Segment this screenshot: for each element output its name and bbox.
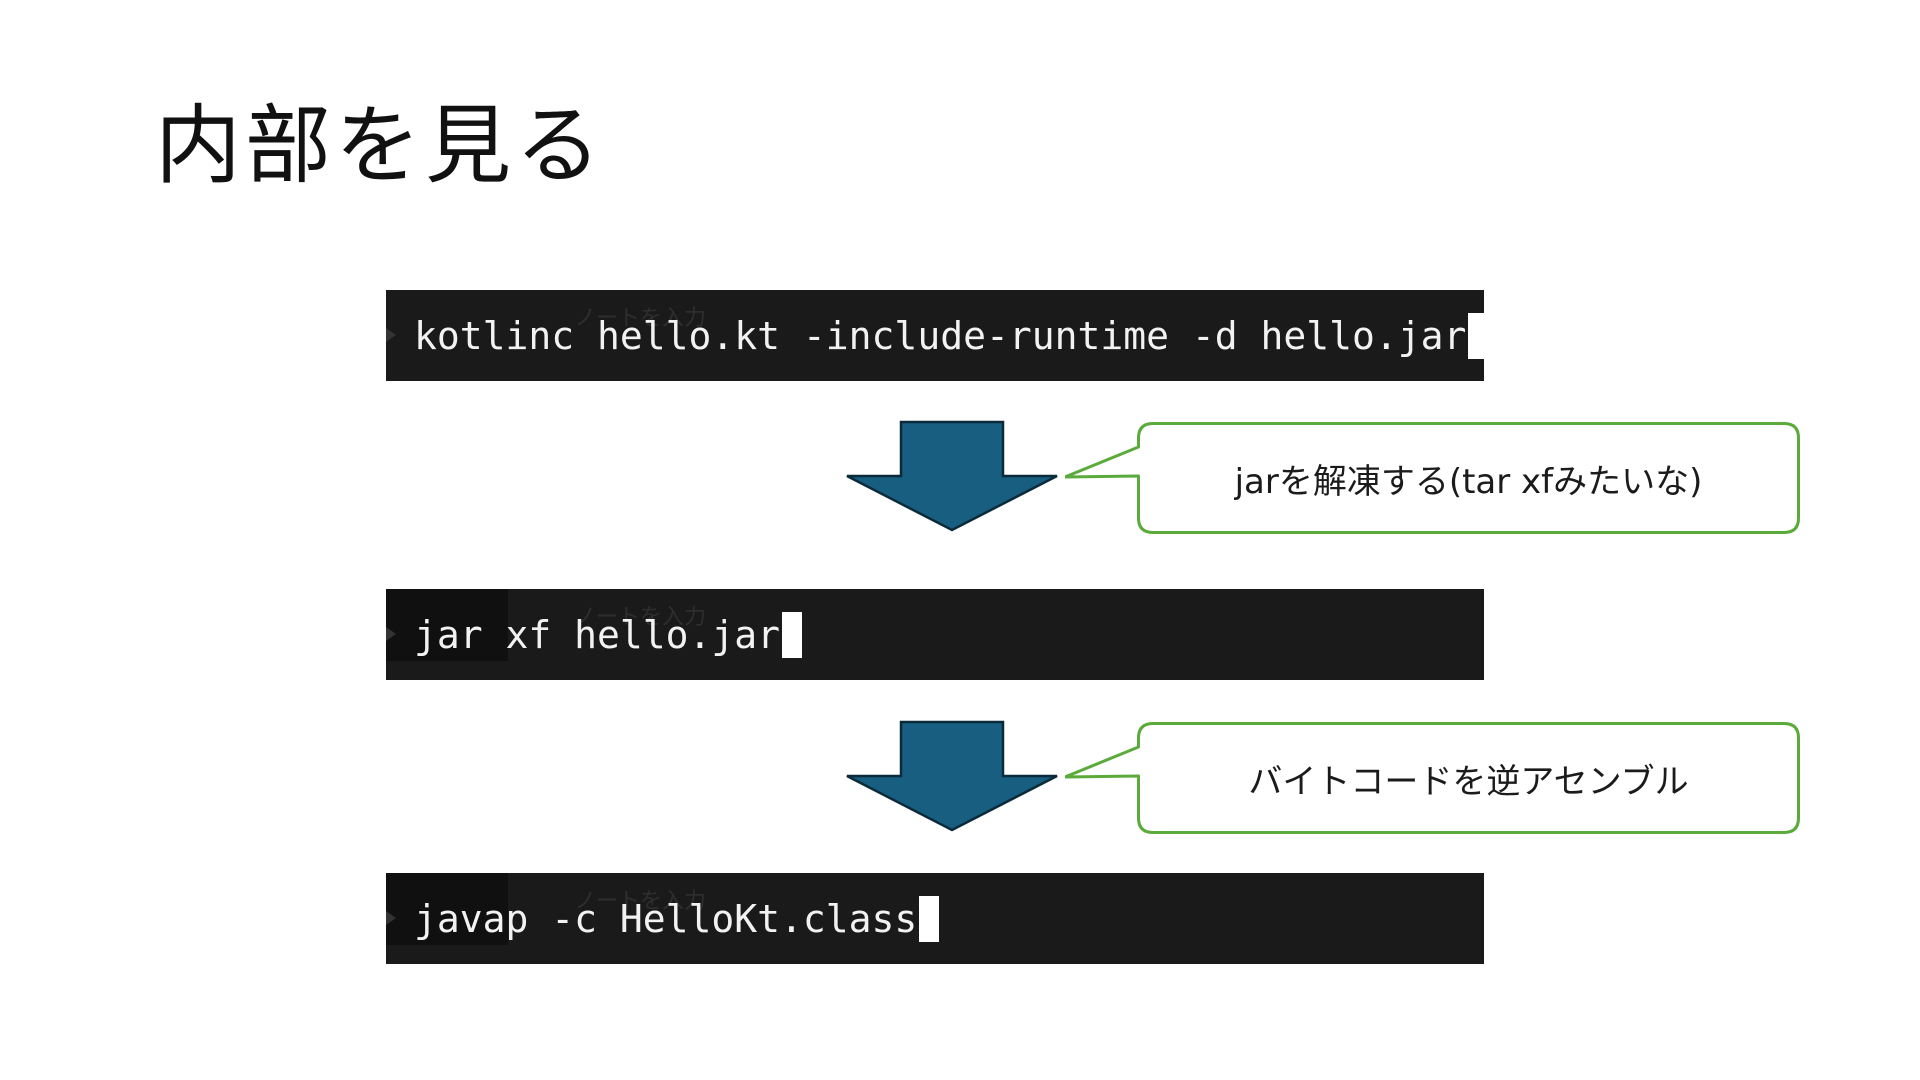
prompt-icon bbox=[386, 328, 396, 342]
down-arrow-shape bbox=[846, 420, 1058, 532]
callout-text: バイトコードを逆アセンブル bbox=[1248, 761, 1689, 802]
ghost-panel bbox=[386, 589, 508, 661]
terminal-command-1: ノートを入力 kotlinc hello.kt -include-runtime… bbox=[386, 290, 1489, 381]
terminal-cursor bbox=[1468, 312, 1489, 359]
command-line: kotlinc hello.kt -include-runtime -d hel… bbox=[414, 290, 1489, 381]
down-arrow-shape bbox=[846, 720, 1058, 832]
callout-bubble bbox=[1065, 722, 1800, 834]
ghost-panel bbox=[386, 873, 508, 945]
terminal-command-2: ノートを入力 jar xf hello.jar bbox=[386, 589, 1484, 680]
terminal-cursor bbox=[782, 611, 803, 658]
slide-title: 内部を見る bbox=[155, 96, 605, 196]
terminal-cursor bbox=[919, 895, 940, 942]
prompt-icon bbox=[386, 627, 396, 641]
terminal-command-3: ノートを入力 javap -c HelloKt.class bbox=[386, 873, 1484, 964]
callout-bubble bbox=[1065, 422, 1800, 534]
down-arrow-icon bbox=[846, 720, 1058, 832]
down-arrow-icon bbox=[846, 420, 1058, 532]
command-text: kotlinc hello.kt -include-runtime -d hel… bbox=[414, 313, 1467, 358]
prompt-icon bbox=[386, 911, 396, 925]
command-text: javap -c HelloKt.class bbox=[414, 896, 918, 941]
ghost-note-label: ノートを入力 bbox=[574, 306, 707, 331]
command-line: jar xf hello.jar bbox=[414, 589, 803, 680]
ghost-note-label: ノートを入力 bbox=[574, 605, 707, 630]
callout-disassemble: バイトコードを逆アセンブル bbox=[1065, 722, 1800, 834]
callout-unzip: jarを解凍する(tar xfみたいな) bbox=[1065, 422, 1800, 534]
ghost-note-label: ノートを入力 bbox=[574, 889, 707, 914]
command-line: javap -c HelloKt.class bbox=[414, 873, 940, 964]
command-text: jar xf hello.jar bbox=[414, 612, 781, 657]
callout-text: jarを解凍する(tar xfみたいな) bbox=[1234, 461, 1703, 502]
